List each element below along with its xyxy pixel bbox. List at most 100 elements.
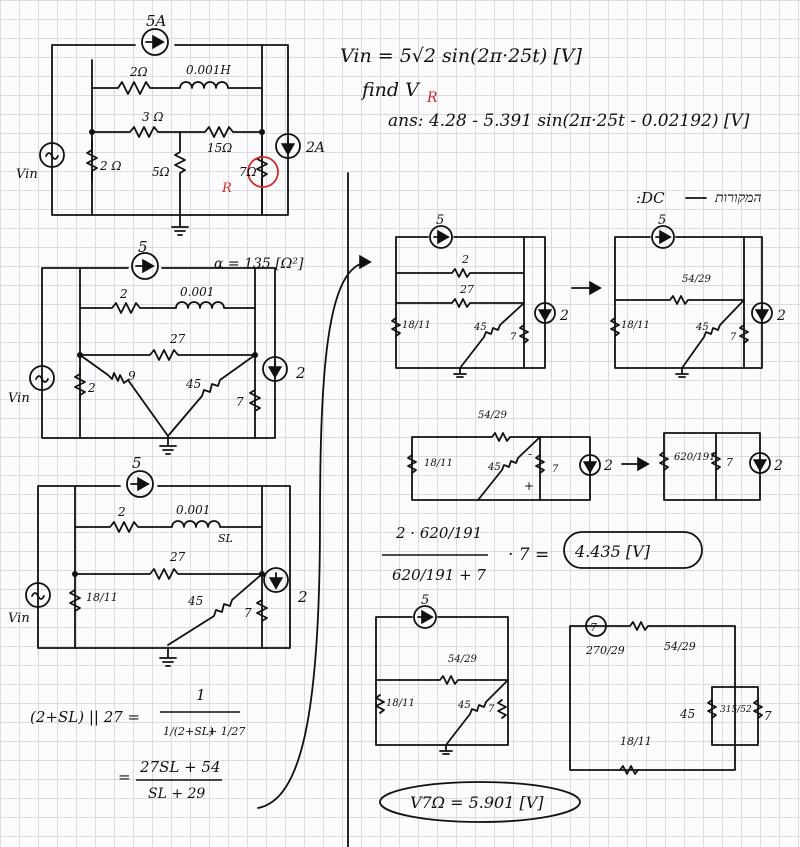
dc4-isrc-label: 2 <box>773 458 783 474</box>
dc5-r3-label: 45 <box>457 700 471 711</box>
dc3-plus: + <box>524 479 534 493</box>
calc-line2-eq: = <box>118 768 131 786</box>
calc-line1-den-a: 1/(2+SL) <box>163 725 213 738</box>
c3-l1-label: 0.001 <box>176 503 210 517</box>
c1-r1-label: 2Ω <box>129 65 148 79</box>
r-highlight-circle <box>247 156 279 188</box>
c2-r6-label: 7 <box>236 395 244 409</box>
circuit-1: 5A 2Ω 0.001H 3 Ω 15Ω 2 Ω 5Ω 7Ω R 2A Vin <box>16 12 325 236</box>
dc2-isrc-label: 2 <box>776 308 786 324</box>
dc3-r4-label: 7 <box>552 464 559 475</box>
c2-r1-label: 2 <box>119 287 128 301</box>
dc4-r2-label: 7 <box>726 456 733 469</box>
c3-isrc-icon <box>263 567 289 593</box>
dc6-parallel-box <box>711 686 759 746</box>
problem-header: Vin = 5√2 sin(2π·25t) [V] find V R ans: … <box>340 45 750 131</box>
dc6-r3-label: 45 <box>679 707 695 721</box>
dc6-r6-label: 18/11 <box>620 735 652 748</box>
answer-line: ans: 4.28 - 5.391 sin(2π·25t - 0.02192) … <box>388 111 750 131</box>
calc-line1-den-b: + 1/27 <box>208 725 245 738</box>
find-label: find V <box>360 79 421 101</box>
dc6-source-icon <box>585 615 607 637</box>
dc5-r4-label: 7 <box>488 704 495 715</box>
final-oval <box>379 781 581 823</box>
dc1-src-label: 5 <box>436 213 444 228</box>
dc3-r1-label: 18/11 <box>424 458 453 469</box>
c3-src-label: 5 <box>132 454 142 472</box>
dc6-r4-label: 315/52 <box>720 705 752 715</box>
c2-r2-label: 27 <box>169 332 186 346</box>
c1-r2-label: 3 Ω <box>142 110 163 124</box>
c2-alpha-label: α = 135 [Ω²] <box>214 256 304 272</box>
c1-r-name: R <box>221 181 232 196</box>
calc-line2-num: 27SL + 54 <box>139 758 221 776</box>
c1-r6-label: 7Ω <box>239 165 257 179</box>
dc-circuit-6: 7 270/29 54/29 45 315/52 7 18/11 <box>569 615 772 775</box>
c2-r5-label: 2 <box>87 381 96 395</box>
dc1-source-icon <box>429 225 453 249</box>
dc-circuit-2: 5 54/29 18/11 45 7 2 <box>610 213 786 378</box>
current-source-5a-icon <box>141 28 169 56</box>
dc-circuit-4: 620/191 7 2 <box>659 432 783 501</box>
c1-isrc-label: 2A <box>305 140 325 156</box>
calc-line2-den: SL + 29 <box>148 786 205 802</box>
dc5-r1-label: 18/11 <box>386 698 415 709</box>
c2-vin-label: Vin <box>8 391 30 406</box>
c2-isrc-label: 2 <box>295 364 306 382</box>
calc-line1-num: 1 <box>196 686 206 704</box>
c1-r3-label: 15Ω <box>207 141 232 155</box>
c3-r1-label: 2 <box>117 505 126 519</box>
c1-vin-label: Vin <box>16 167 38 182</box>
c3-r4-label: 18/11 <box>86 591 118 604</box>
vin-equation: Vin = 5√2 sin(2π·25t) [V] <box>340 45 583 67</box>
dc6-src-label: 7 <box>590 621 597 634</box>
result-oval <box>563 531 703 569</box>
dc-circuit-5: 5 54/29 18/11 45 7 <box>375 593 509 755</box>
dc2-source-icon <box>651 225 675 249</box>
calc-left: (2+SL) || 27 = 1 1/(2+SL) + 1/27 = 27SL … <box>30 686 245 802</box>
dc-calc: 2 · 620/191 620/191 + 7 · 7 = 4.435 [V] <box>382 524 703 584</box>
dc-title: :DC <box>636 189 665 207</box>
c2-r4-label: 45 <box>185 377 201 391</box>
c2-isrc-icon <box>262 356 288 382</box>
dc1-r2-label: 27 <box>459 283 474 296</box>
c1-l1-label: 0.001H <box>186 63 231 77</box>
dc2-r5-label: 7 <box>730 332 737 343</box>
dc6-r1-label: 270/29 <box>585 644 625 657</box>
dc1-isrc-icon <box>534 302 556 324</box>
dc-circuit-1: 5 2 27 18/11 45 7 2 <box>391 213 569 378</box>
dc4-r1-label: 620/191 <box>674 452 716 463</box>
dc-circuit-3: 54/29 18/11 45 - + 7 2 <box>407 410 613 501</box>
c1-r4-label: 2 Ω <box>99 159 121 173</box>
dc2-r4-label: 45 <box>695 322 709 333</box>
c2-vin-icon <box>29 365 55 391</box>
dc5-src-label: 5 <box>421 593 429 608</box>
dc4-isrc-icon <box>749 452 771 474</box>
dc2-isrc-icon <box>751 302 773 324</box>
vin-source-icon <box>39 142 65 168</box>
c3-r6-label: 7 <box>244 606 252 620</box>
dc1-r5-label: 7 <box>510 332 517 343</box>
dc3-r2-label: 54/29 <box>478 410 507 421</box>
dc1-r4-label: 45 <box>473 322 487 333</box>
dc-calc-num: 2 · 620/191 <box>395 524 482 542</box>
dc1-r3-label: 18/11 <box>402 320 431 331</box>
dc2-src-label: 5 <box>658 213 666 228</box>
c3-sl-label: SL <box>218 532 233 545</box>
final-result: V7Ω = 5.901 [V] <box>410 793 544 812</box>
c2-src-label: 5 <box>138 238 148 256</box>
dc-title-heb: המקורות <box>714 190 762 206</box>
dc-calc-mult: · 7 = <box>508 545 549 565</box>
circuit-2: 5 α = 135 [Ω²] 2 0.001 27 9 45 2 7 2 Vin <box>8 238 306 455</box>
c3-r2-label: 27 <box>169 550 186 564</box>
dc3-isrc-icon <box>579 454 601 476</box>
dc3-isrc-label: 2 <box>603 458 613 474</box>
c3-source-icon <box>126 470 154 498</box>
calc-line1: (2+SL) || 27 = <box>30 708 140 726</box>
dc1-r1-label: 2 <box>461 253 469 266</box>
connector-arrow <box>257 254 372 809</box>
c3-vin-icon <box>25 582 51 608</box>
c3-r3-label: 45 <box>187 594 203 608</box>
dc2-r2-label: 54/29 <box>682 274 711 285</box>
